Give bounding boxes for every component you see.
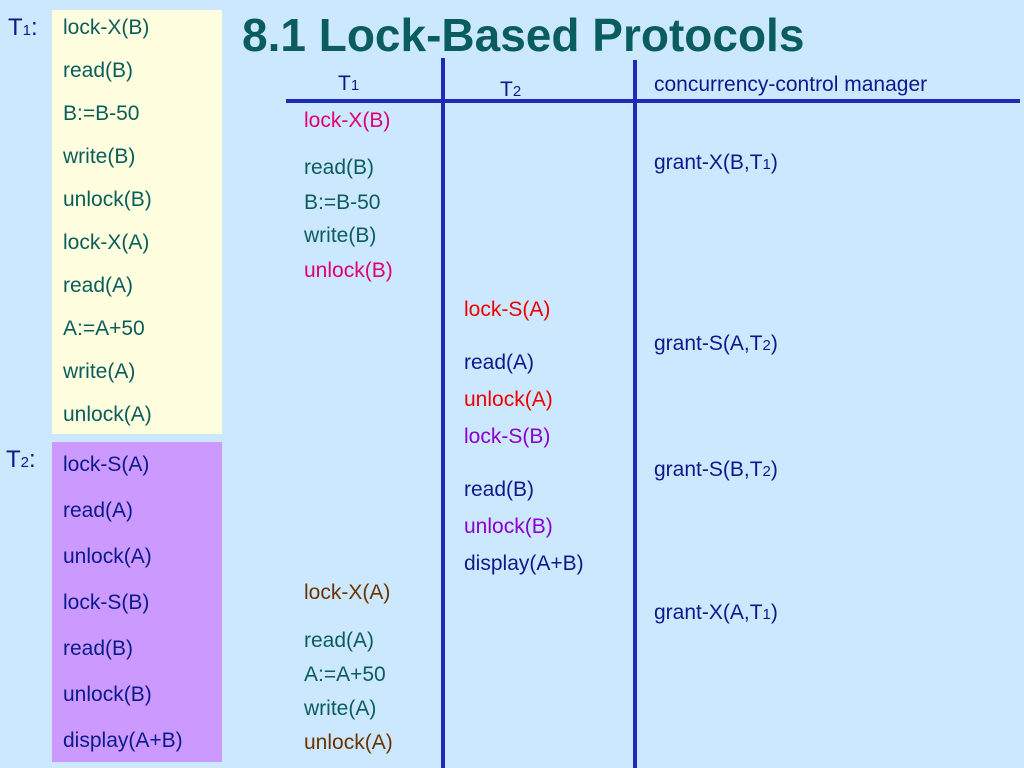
t1-step: lock-X(A) (63, 231, 150, 254)
t1-op: lock-X(B) (304, 109, 391, 132)
t1-op: B:=B-50 (304, 191, 381, 214)
grant-entry: grant-X(B,T1) (654, 151, 778, 174)
t2-op: lock-S(A) (464, 298, 551, 321)
t1-op: lock-X(A) (304, 581, 391, 604)
t2-op: unlock(A) (464, 388, 553, 411)
t2-op: display(A+B) (464, 552, 584, 575)
t2-op: read(B) (464, 478, 535, 501)
t2-step: unlock(B) (63, 683, 152, 706)
t2-op: unlock(B) (464, 515, 553, 538)
t1-step: B:=B-50 (63, 102, 140, 125)
t1-op: unlock(A) (304, 731, 393, 754)
t2-step: unlock(A) (63, 545, 152, 568)
column-header-t2: T2 (500, 78, 522, 101)
t2-step: display(A+B) (63, 729, 183, 752)
t1-step: write(A) (63, 360, 136, 383)
t1-step: read(B) (63, 59, 134, 82)
grant-entry: grant-S(A,T2) (654, 332, 778, 355)
t1-op: write(A) (304, 697, 377, 720)
t1-step: A:=A+50 (63, 317, 145, 340)
column-header-concurrency-control-manager: concurrency-control manager (654, 73, 928, 96)
t2-step: read(B) (63, 637, 134, 660)
t2-transaction-box: lock-S(A) read(A) unlock(A) lock-S(B) re… (52, 442, 222, 762)
t1-op: read(B) (304, 156, 375, 179)
t2-op: lock-S(B) (464, 425, 551, 448)
t1-step: read(A) (63, 274, 134, 297)
schedule-column-divider-1 (441, 58, 445, 768)
t1-op: unlock(B) (304, 259, 393, 282)
column-header-t1: T1 (338, 72, 360, 95)
t2-step: lock-S(A) (63, 453, 150, 476)
grant-entry: grant-S(B,T2) (654, 458, 778, 481)
t1-step: unlock(A) (63, 403, 152, 426)
t2-label: T2: (6, 446, 36, 473)
page-title: 8.1 Lock-Based Protocols (242, 9, 805, 61)
t1-step: lock-X(B) (63, 16, 150, 39)
t2-step: read(A) (63, 499, 134, 522)
t1-op: write(B) (304, 224, 377, 247)
schedule-column-divider-2 (633, 60, 637, 768)
schedule-header-divider (286, 99, 1020, 103)
t1-op: read(A) (304, 629, 375, 652)
t1-label: T1: (8, 14, 38, 41)
t1-transaction-box: lock-X(B) read(B) B:=B-50 write(B) unloc… (52, 10, 222, 434)
t2-op: read(A) (464, 351, 535, 374)
t2-step: lock-S(B) (63, 591, 150, 614)
t1-op: A:=A+50 (304, 663, 386, 686)
grant-entry: grant-X(A,T1) (654, 601, 778, 624)
t1-step: unlock(B) (63, 188, 152, 211)
t1-step: write(B) (63, 145, 136, 168)
